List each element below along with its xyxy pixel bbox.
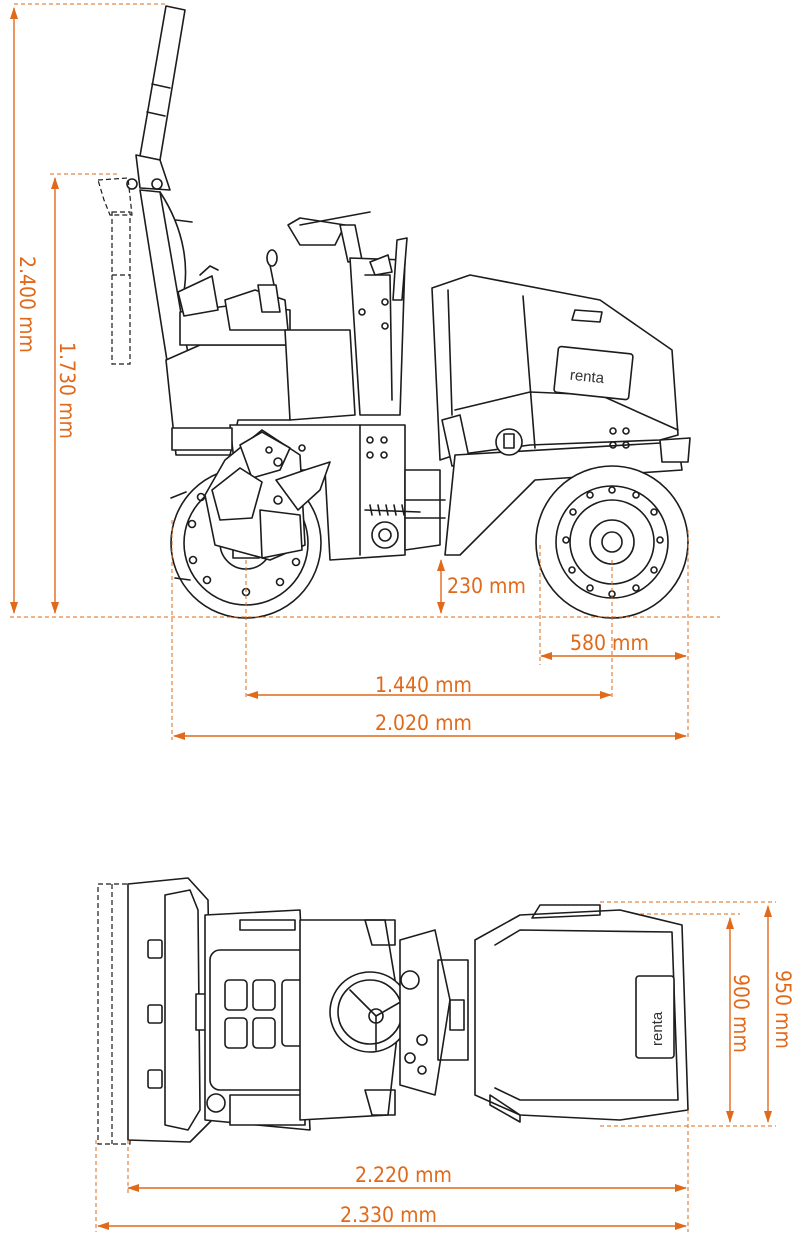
svg-text:2.020 mm: 2.020 mm	[375, 711, 472, 735]
side-view-roller: renta	[10, 5, 720, 619]
dimension-overall-length: 2.020 mm	[173, 711, 687, 740]
dimension-wheelbase: 1.440 mm	[246, 673, 612, 699]
svg-text:900 mm: 900 mm	[729, 974, 753, 1053]
svg-text:1.730 mm: 1.730 mm	[55, 342, 79, 439]
svg-text:renta: renta	[649, 1011, 666, 1046]
svg-text:580 mm: 580 mm	[570, 631, 649, 655]
front-drum-bracket	[204, 429, 331, 561]
svg-text:950 mm: 950 mm	[771, 970, 795, 1049]
dimension-overhang: 580 mm	[540, 631, 687, 660]
dimension-length: 2.220 mm	[127, 1163, 687, 1192]
dimension-drum-width: 900 mm	[726, 917, 753, 1123]
top-seat-area	[204, 909, 311, 1131]
svg-text:1.440 mm: 1.440 mm	[375, 673, 472, 697]
top-handle-outline	[97, 883, 131, 1145]
top-view-dimensions: 900 mm 950 mm 2.220 mm 2.330 mm	[95, 901, 795, 1232]
dimension-length-with-handle: 2.330 mm	[97, 1203, 687, 1230]
top-control-console	[399, 929, 469, 1096]
folded-handle-outline	[97, 177, 133, 365]
hood-logo: renta	[569, 367, 605, 388]
dimension-height-with-handle: 2.400 mm	[10, 7, 39, 614]
dimension-height-folded: 1.730 mm	[51, 177, 79, 614]
side-view-dimensions: 2.400 mm 1.730 mm 230 mm 580 mm 1.440 mm…	[10, 3, 689, 740]
dimension-overall-width: 950 mm	[764, 905, 795, 1123]
svg-text:2.220 mm: 2.220 mm	[355, 1163, 452, 1187]
operator-platform	[165, 211, 408, 456]
svg-text:2.400 mm: 2.400 mm	[15, 256, 39, 353]
top-view-roller: renta	[97, 877, 689, 1145]
dimension-ground-clearance: 230 mm	[437, 559, 526, 614]
svg-text:renta: renta	[569, 367, 605, 388]
top-handle	[127, 877, 215, 1143]
svg-text:230 mm: 230 mm	[447, 574, 526, 598]
tiller-handle	[126, 5, 193, 368]
top-center-frame	[299, 919, 411, 1121]
svg-text:2.330 mm: 2.330 mm	[340, 1203, 437, 1227]
top-hood-logo: renta	[635, 975, 675, 1059]
